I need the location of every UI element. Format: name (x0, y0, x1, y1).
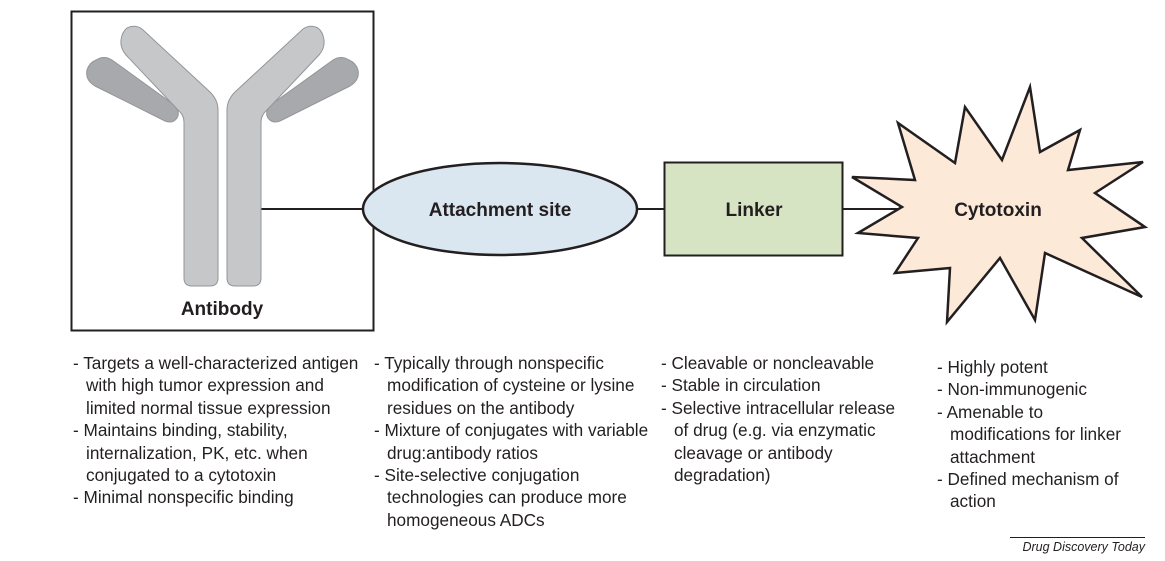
antibody-label: Antibody (181, 299, 264, 320)
bullet-item: Targets a well-characterized antigen wit… (73, 352, 363, 419)
bullet-item: Highly potent (937, 356, 1137, 378)
cytotoxin-label: Cytotoxin (954, 200, 1042, 221)
bullet-item: Mixture of conjugates with variable drug… (374, 419, 659, 464)
attachment-site-ellipse (361, 161, 639, 257)
linker-description: Cleavable or noncleavableStable in circu… (661, 352, 911, 486)
antibody-box (70, 10, 375, 332)
bullet-item: Minimal nonspecific binding (73, 486, 363, 508)
bullet-item: Defined mechanism of action (937, 468, 1137, 513)
antibody-heavy-chain-right (226, 25, 325, 287)
linker-box (663, 161, 844, 257)
bullet-item: Site-selective conjugation technologies … (374, 464, 659, 531)
linker-label: Linker (725, 200, 783, 221)
bullet-item: Non-immunogenic (937, 378, 1137, 400)
antibody-description: Targets a well-characterized antigen wit… (73, 352, 363, 509)
attachment-site-description: Typically through nonspecific modificati… (374, 352, 659, 531)
journal-credit: Drug Discovery Today (1010, 537, 1145, 554)
bullet-item: Maintains binding, stability, internaliz… (73, 419, 363, 486)
bullet-item: Amenable to modifications for linker att… (937, 401, 1137, 468)
cytotoxin-description: Highly potentNon-immunogenicAmenable to … (937, 356, 1137, 513)
antibody-light-chain-right (266, 57, 359, 123)
attachment-site-label: Attachment site (429, 200, 572, 221)
bullet-item: Stable in circulation (661, 374, 911, 396)
antibody-light-chain-left (86, 57, 179, 123)
bullet-item: Selective intracellular release of drug … (661, 397, 911, 487)
bullet-item: Cleavable or noncleavable (661, 352, 911, 374)
bullet-item: Typically through nonspecific modificati… (374, 352, 659, 419)
cytotoxin-starburst (851, 82, 1149, 326)
antibody-heavy-chain-left (120, 25, 219, 287)
antibody-icon (86, 25, 359, 287)
